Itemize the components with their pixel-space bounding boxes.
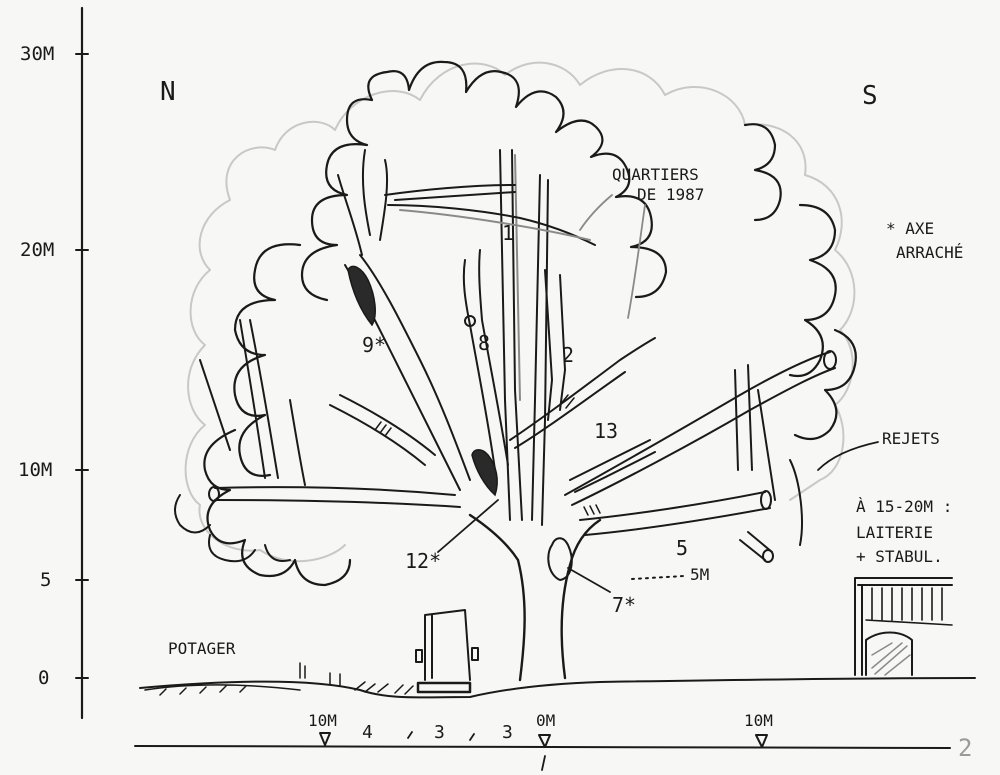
height-label-5: 5 [40,569,51,591]
branch-13-cut [823,350,837,370]
branch-5-stub-cut [762,549,774,563]
height-label-10: 10M [18,459,52,481]
height-label-20: 20M [20,239,54,261]
shed [424,609,471,681]
branch-2 [509,337,656,449]
ground-scale-corner: 2 [958,734,972,762]
branch-number-2: 2 [562,343,574,367]
legend-line-1: * AXE [886,219,934,238]
branch-number-13: 13 [594,419,618,443]
building-note-line-2: LAITERIE [856,523,933,542]
trunk-cavity [547,537,573,581]
twig-9 [337,149,389,256]
ground-line [139,677,976,699]
branch-5-stub [739,531,773,561]
ground-scale-ticks [407,731,546,771]
branch-mid-right [569,439,656,493]
quartiers-line-1: QUARTIERS [612,165,699,184]
compass-north: N [160,77,176,107]
ground-scale-markers [319,732,768,748]
height-label-30: 30M [20,43,54,65]
crown-lower-left [174,494,291,563]
hollow-8 [471,449,498,497]
branch-5 [579,491,771,536]
branch-number-8: 8 [478,331,490,355]
branch-number-7: 7* [612,593,636,617]
ground-marker-left: 10M [308,711,337,730]
ground-grass [144,662,414,696]
building-note-line-3: + STABUL. [856,547,943,566]
rejets-label: REJETS [882,429,940,448]
rejets-leader [817,441,879,471]
leader-12 [437,499,499,553]
crown-outline [203,60,857,587]
trunk [468,513,602,682]
building-door-hatch [871,642,911,676]
branch-1-shadow [514,154,521,401]
quartiers-line-2: DE 1987 [637,185,704,204]
building-slats [865,587,953,626]
ground-marker-center: 0M [536,711,555,730]
hatching [374,394,601,516]
broken-top-soft [399,209,591,241]
ground-scale-line [134,745,951,749]
shed-base [416,681,472,694]
branch-number-1: 1 [502,221,514,245]
branch-left [214,486,461,508]
legend-line-2: ARRACHÉ [896,243,963,262]
potager-label: POTAGER [168,639,236,658]
ground-segment-2: 3 [434,722,445,743]
ground-marker-right: 10M [744,711,773,730]
branch-number-5: 5 [676,536,688,560]
branch-left-upper [199,319,436,486]
shed-handle-left [415,649,423,663]
leader-7 [567,567,611,593]
shed-handle-right [471,647,479,661]
building [854,577,953,676]
height-ticks [75,53,89,679]
branch-8 [462,249,509,471]
height-label-0: 0 [38,667,49,689]
building-door [865,631,913,676]
branch-2-upper [544,269,566,421]
five-m-label: 5M [690,565,709,584]
crown-outline-ghost [184,61,856,563]
branch-left-cut [208,486,220,502]
branch-1 [499,149,549,526]
branch-number-9: 9* [362,333,386,357]
compass-south: S [862,81,878,111]
broken-top [384,184,596,246]
ground-segment-1: 4 [362,722,373,743]
branch-number-12: 12* [405,549,441,573]
hollow-9 [347,265,376,327]
branch-8-cut [464,315,476,327]
branch-13 [564,351,836,506]
five-m-dots [631,575,685,580]
building-note-line-1: À 15-20M : [856,497,952,516]
ground-segment-3: 3 [502,722,513,743]
branch-5-cut [760,490,772,510]
branch-13-twigs [734,364,803,546]
quartiers-leader [579,194,646,319]
